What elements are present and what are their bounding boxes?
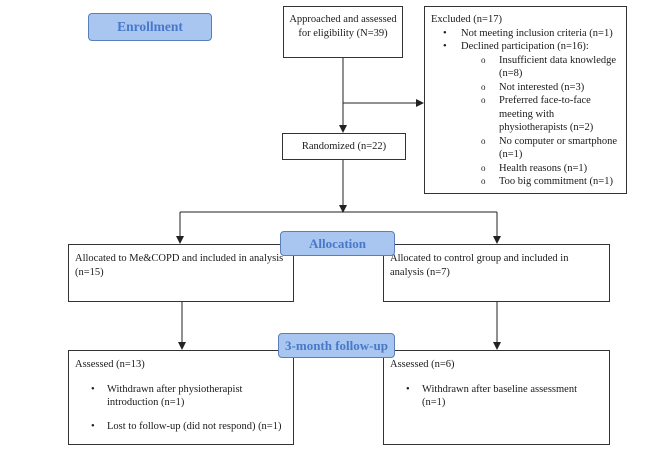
approached-text: Approached and assessed for eligibility … [289, 14, 397, 39]
control-followup-title: Assessed (n=6) [390, 359, 455, 370]
randomized-text: Randomized (n=22) [301, 141, 387, 152]
control-allocation-text: Allocated to control group and included … [390, 253, 569, 278]
intervention-followup-title: Assessed (n=13) [75, 359, 145, 370]
excluded-reason-item: •Declined participation (n=16): [443, 41, 589, 52]
excluded-box: Excluded (n=17) •Not meeting inclusion c… [424, 6, 627, 194]
excluded-title: Excluded (n=17) [431, 14, 502, 25]
control-allocation-box: Allocated to control group and included … [383, 244, 610, 302]
followup-item: •Lost to follow-up (did not respond) (n=… [91, 420, 282, 432]
randomized-box: Randomized (n=22) [282, 133, 406, 160]
excluded-reason-item: •Not meeting inclusion criteria (n=1) [443, 27, 613, 39]
control-followup-box: Assessed (n=6) •Withdrawn after baseline… [383, 350, 610, 445]
approached-box: Approached and assessed for eligibility … [283, 6, 403, 58]
intervention-followup-box: Assessed (n=13) •Withdrawn after physiot… [68, 350, 294, 445]
followup-item: •Withdrawn after physiotherapist introdu… [91, 383, 243, 409]
intervention-allocation-text: Allocated to Me&COPD and included in ana… [75, 253, 284, 278]
followup-label: 3-month follow-up [278, 333, 395, 358]
followup-item: •Withdrawn after baseline assessment (n=… [406, 383, 577, 409]
enrollment-label: Enrollment [88, 13, 212, 41]
allocation-label: Allocation [280, 231, 395, 256]
intervention-allocation-box: Allocated to Me&COPD and included in ana… [68, 244, 294, 302]
